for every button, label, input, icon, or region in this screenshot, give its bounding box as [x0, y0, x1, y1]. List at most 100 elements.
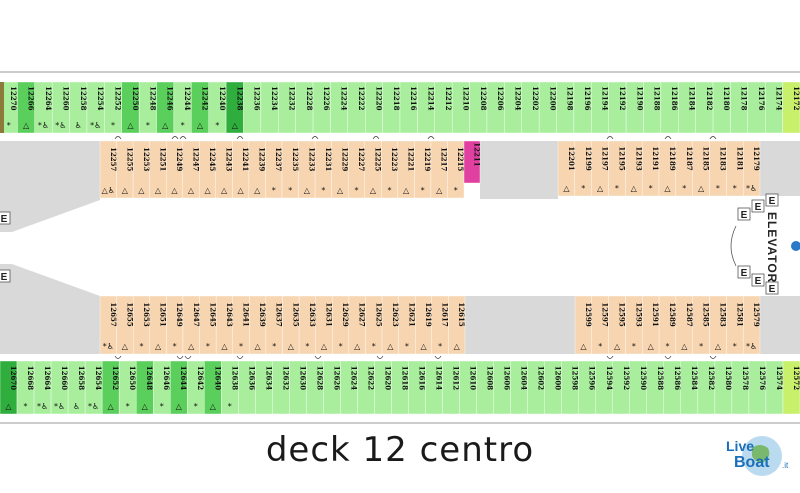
cabin-number: 12248 — [148, 86, 157, 110]
cabin: 12264*♿ — [34, 81, 53, 134]
elevator-box — [751, 273, 765, 287]
cabin-symbol: * — [372, 342, 376, 351]
hull-edge-marker — [0, 82, 4, 133]
cabin: 12642* — [187, 360, 205, 415]
cabin-number: 12650 — [128, 366, 137, 390]
cabin-symbol: *♿ — [746, 184, 757, 193]
cabin: 12652△ — [101, 360, 120, 415]
cabin-symbol: * — [649, 184, 653, 193]
cabin-number: 12615 — [457, 302, 466, 326]
cabin-number: 12636 — [247, 366, 256, 390]
cabin: 12210 — [451, 81, 470, 134]
elevator-box — [765, 193, 779, 207]
cabin-number: 12197 — [601, 146, 610, 170]
cabin: 12196 — [573, 81, 592, 134]
cabin: 12641* — [232, 295, 251, 355]
cabin-symbol: *♿ — [55, 121, 66, 130]
cabin-symbol: △ — [238, 186, 245, 195]
cabin-number: 12622 — [366, 366, 375, 390]
cabin-symbol: △ — [176, 402, 183, 411]
door-arc — [176, 355, 184, 359]
cabin-number: 12255 — [125, 147, 134, 171]
cabin: 12586 — [663, 360, 682, 415]
cabin-number: 12210 — [461, 86, 470, 110]
cabin-number: 12648 — [145, 366, 154, 390]
cabin: 12191* — [641, 140, 660, 197]
cabin-number: 12600 — [554, 366, 563, 390]
logo-text-suffix: .it — [782, 461, 789, 470]
door-arc — [606, 136, 614, 140]
cabin-number: 12253 — [142, 147, 151, 171]
cabin-symbol: △ — [436, 186, 443, 195]
cabin: 12606 — [493, 360, 512, 415]
cabin: 12625* — [365, 295, 383, 355]
cabin-symbol: △ — [232, 121, 239, 130]
cabin: 12249△ — [165, 140, 184, 199]
cabin-number: 12645 — [208, 302, 217, 326]
cabin: 12181* — [726, 140, 744, 197]
cabin-number: 12588 — [656, 366, 665, 390]
cabin: 12621* — [398, 295, 416, 355]
cabin-symbol: △ — [715, 342, 722, 351]
elevator-box — [737, 265, 751, 279]
cabin: 12244* — [173, 81, 192, 134]
cabin-number: 12647 — [192, 302, 201, 326]
cabin-number: 12618 — [401, 366, 410, 390]
cabin: 12246△ — [156, 81, 175, 134]
cabin-number: 12221 — [407, 147, 416, 171]
cabin-number: 12597 — [601, 302, 610, 326]
cabin-symbol: * — [139, 342, 143, 351]
cabin-number: 12581 — [735, 302, 744, 326]
cabin: 12620 — [374, 360, 392, 415]
cabin-symbol: △ — [155, 342, 162, 351]
cabin-symbol: * — [7, 121, 11, 130]
cabin: 12217△ — [430, 140, 449, 199]
cabin: 12251△ — [149, 140, 167, 199]
cabin: 12634 — [255, 360, 273, 415]
cabin: 12235 * — [281, 140, 300, 199]
cabin: 12582 — [697, 360, 716, 415]
elevator-car: E — [0, 211, 11, 225]
cabin: 12572 — [782, 360, 800, 415]
cabin: 12195* — [608, 140, 626, 197]
cabin-number: 12249 — [175, 147, 184, 171]
cabin: 12252* — [104, 81, 123, 134]
cabin-number: 12641 — [242, 302, 251, 326]
cabin: 12185△ — [692, 140, 711, 197]
cabin: 12240* — [208, 81, 227, 134]
door-arc — [427, 136, 435, 140]
cabin: 12212 — [434, 81, 453, 134]
cabin: 12614 — [425, 360, 444, 415]
elevator-box — [0, 269, 11, 283]
cabin: 12616 — [408, 360, 427, 415]
cabin: 12194 — [591, 81, 610, 134]
cabin-number: 12235 — [291, 147, 300, 171]
bottom-outer-cabins: 12670△12668*12664*♿12660*♿12658♿12654*♿1… — [0, 360, 800, 415]
cabin-symbol: * — [288, 186, 292, 195]
cabin: 12229△ — [331, 140, 349, 199]
cabin-number: 12251 — [158, 147, 167, 171]
cabin-number: 12643 — [225, 302, 234, 326]
cabin: 12655△ — [116, 295, 134, 355]
cabin-number: 12228 — [305, 86, 314, 110]
cabin: 12639△ — [249, 295, 267, 355]
cabin: 12199* — [574, 140, 593, 197]
elevator-letter: E — [769, 196, 776, 207]
door-arc — [376, 355, 384, 359]
cabin: 12595△ — [608, 295, 627, 355]
cabin-symbol: △ — [304, 186, 311, 195]
cabin-number: 12610 — [469, 366, 478, 390]
cabin: 12182 — [695, 81, 714, 134]
cabin-symbol: △ — [403, 186, 410, 195]
elevator-car: E — [765, 281, 779, 295]
cabin-symbol: △ — [204, 186, 211, 195]
cabin-number: 12239 — [258, 147, 267, 171]
cabin: 12619△ — [415, 295, 433, 355]
cabin-number: 12189 — [668, 146, 677, 170]
cabin-number: 12220 — [374, 86, 383, 110]
cabin: 12647△ — [182, 295, 201, 355]
cabin: 12623△ — [381, 295, 400, 355]
cabin-number: 12243 — [225, 147, 234, 171]
cabin: 12208 — [469, 81, 488, 134]
